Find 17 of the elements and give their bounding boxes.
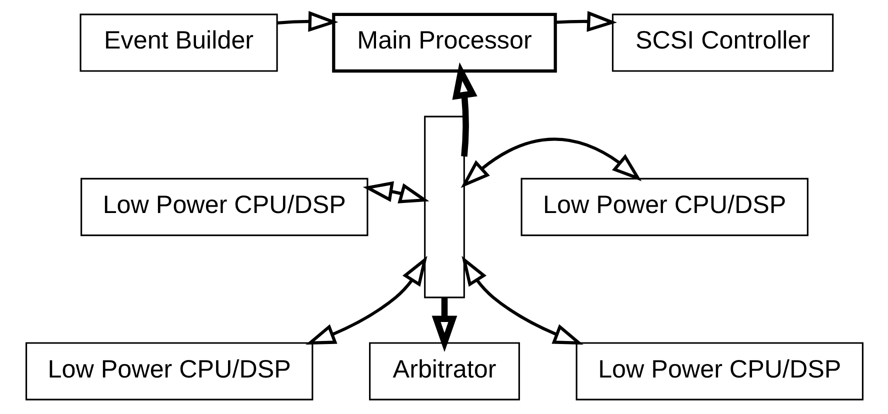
node-box: SCSI Controller [611,14,834,72]
node-box: Main Processor [332,12,556,73]
node-box: Low Power CPU/DSP [25,342,313,400]
arrow [460,138,642,188]
arrow [276,10,338,32]
node-box: Event Builder [79,14,278,72]
node-bar [424,116,464,298]
node-box: Low Power CPU/DSP [575,342,863,400]
arrow [461,256,583,345]
arrow [362,181,429,204]
arrow [554,11,617,32]
node-box: Low Power CPU/DSP [520,178,808,236]
arrow [452,62,477,157]
arrow [305,256,427,345]
node-box: Low Power CPU/DSP [80,178,368,236]
node-box: Arbitrator [368,342,520,400]
arrow [431,298,457,352]
